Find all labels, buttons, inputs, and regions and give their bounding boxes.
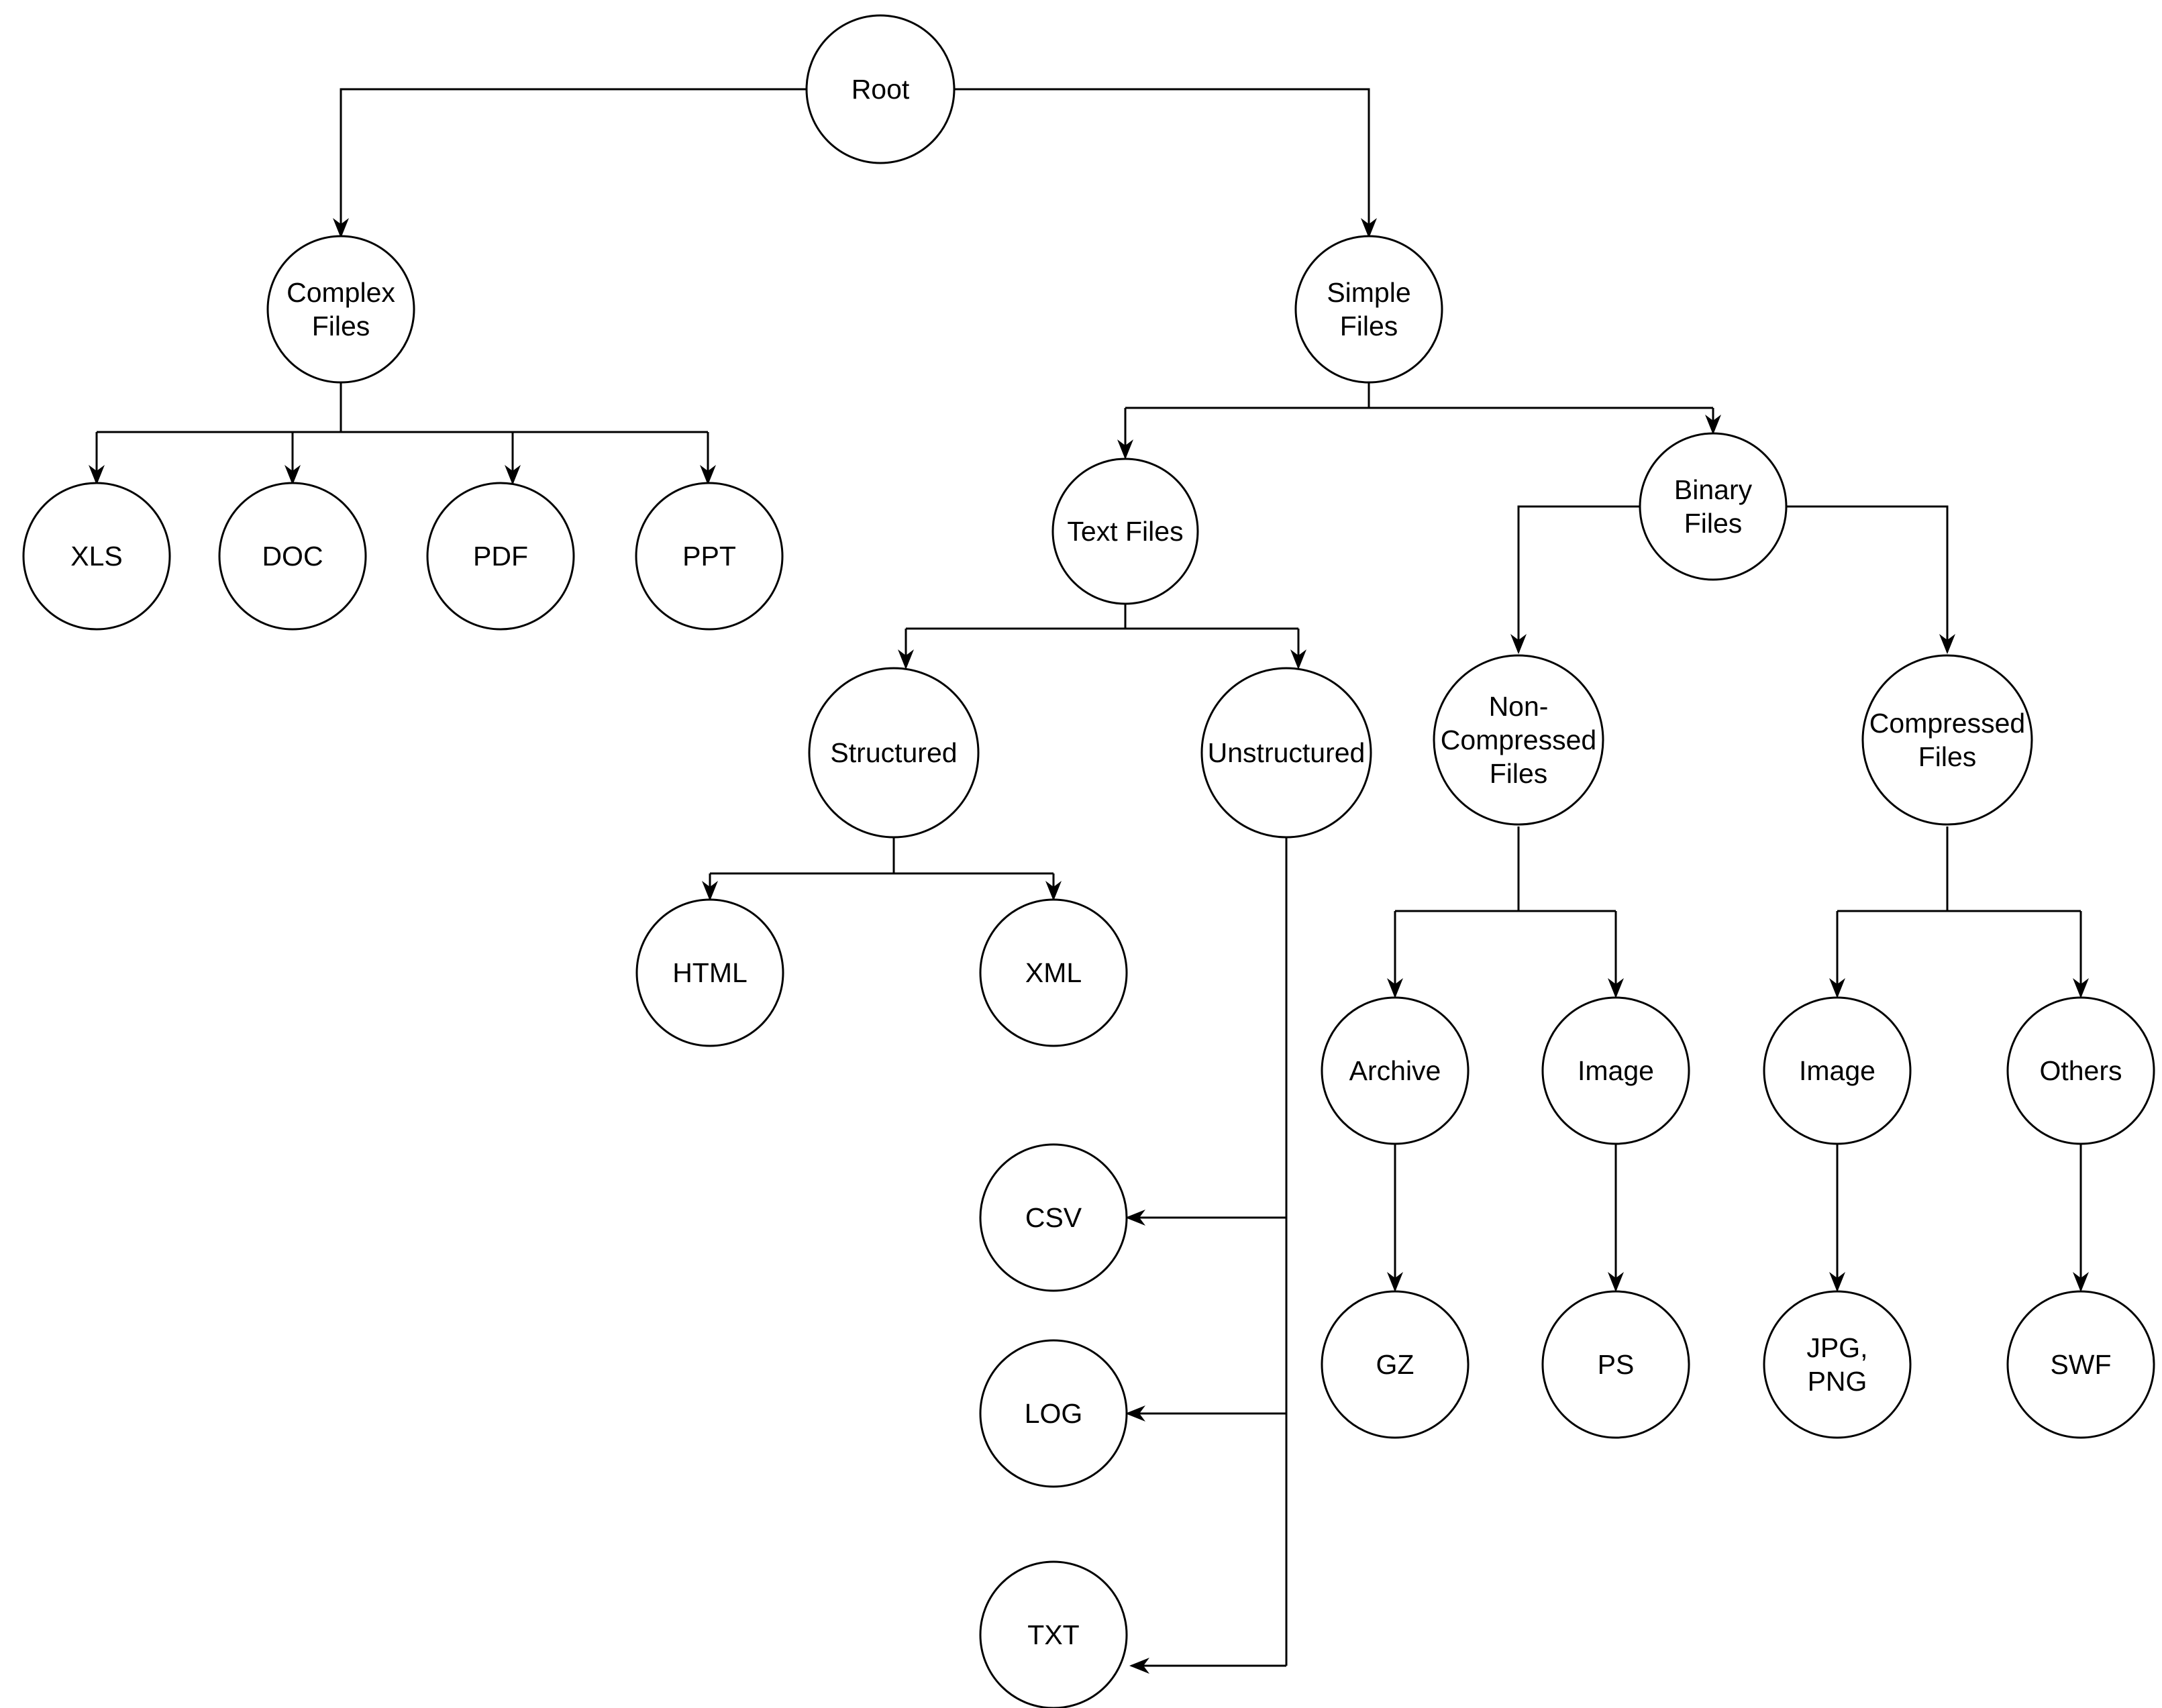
node-circle — [1321, 996, 1470, 1145]
edge-root-simple — [954, 88, 1377, 238]
node-label: XML — [1025, 957, 1082, 988]
node-label: Structured — [830, 737, 957, 768]
node-jpg-png: JPG,PNG — [1763, 1290, 1912, 1439]
node-ppt: PPT — [635, 482, 784, 631]
node-root: Root — [805, 14, 956, 164]
node-html: HTML — [635, 898, 784, 1047]
node-label: Files — [1918, 741, 1977, 772]
node-label: Simple — [1327, 277, 1410, 308]
node-xml: XML — [979, 898, 1128, 1047]
node-circle — [805, 14, 956, 164]
node-label: Binary — [1674, 474, 1753, 505]
node-doc: DOC — [218, 482, 367, 631]
node-circle — [1433, 654, 1604, 826]
node-circle — [22, 482, 171, 631]
node-label: LOG — [1025, 1398, 1083, 1429]
edge-binary-noncompressed — [1510, 505, 1639, 654]
node-label: Unstructured — [1208, 737, 1366, 768]
node-label: XLS — [70, 541, 123, 572]
node-circle — [635, 898, 784, 1047]
node-label: PNG — [1808, 1366, 1867, 1397]
node-circle — [808, 667, 980, 839]
node-label: CSV — [1025, 1202, 1082, 1233]
node-others: Others — [2006, 996, 2155, 1145]
edge-binary-compressed — [1786, 505, 1955, 654]
node-swf: SWF — [2006, 1290, 2155, 1439]
node-circle — [979, 898, 1128, 1047]
node-circle — [979, 1560, 1128, 1708]
node-circle — [1294, 235, 1443, 384]
node-label: Image — [1799, 1055, 1875, 1086]
node-label: JPG, — [1806, 1332, 1867, 1363]
node-label: DOC — [262, 541, 323, 572]
node-label: Root — [852, 74, 910, 105]
node-circle — [266, 235, 415, 384]
node-xls: XLS — [22, 482, 171, 631]
node-circle — [1861, 654, 2033, 826]
node-image-compressed: Image — [1763, 996, 1912, 1145]
node-circle — [1200, 667, 1372, 839]
node-label: Text Files — [1067, 516, 1183, 547]
node-label: HTML — [672, 957, 748, 988]
node-unstructured: Unstructured — [1200, 667, 1372, 839]
node-label: GZ — [1376, 1349, 1414, 1380]
node-txt: TXT — [979, 1560, 1128, 1708]
node-label: Compressed — [1869, 708, 2025, 739]
node-text-files: Text Files — [1051, 458, 1199, 605]
node-label: Compressed — [1441, 725, 1596, 755]
node-label: PDF — [473, 541, 528, 572]
node-image-noncompressed: Image — [1541, 996, 1690, 1145]
node-circle — [1639, 432, 1788, 581]
node-label: Image — [1578, 1055, 1654, 1086]
node-ps: PS — [1541, 1290, 1690, 1439]
node-circle — [426, 482, 575, 631]
node-label: Files — [1490, 758, 1548, 789]
node-circle — [1763, 996, 1912, 1145]
node-label: Files — [312, 311, 370, 341]
node-circle — [1541, 996, 1690, 1145]
node-archive: Archive — [1321, 996, 1470, 1145]
edge-root-complex — [333, 88, 807, 238]
node-circle — [1321, 1290, 1470, 1439]
node-label: SWF — [2050, 1349, 2111, 1380]
node-circle — [1541, 1290, 1690, 1439]
node-pdf: PDF — [426, 482, 575, 631]
node-label: Complex — [287, 277, 395, 308]
node-label: Non- — [1489, 691, 1549, 722]
node-circle — [1051, 458, 1199, 605]
node-circle — [979, 1339, 1128, 1488]
node-circle — [218, 482, 367, 631]
node-circle — [1763, 1290, 1912, 1439]
node-label: Files — [1684, 508, 1743, 539]
node-label: Others — [2039, 1055, 2122, 1086]
node-label: PS — [1598, 1349, 1635, 1380]
node-label: PPT — [682, 541, 736, 572]
node-label: Files — [1340, 311, 1398, 341]
node-gz: GZ — [1321, 1290, 1470, 1439]
node-label: Archive — [1349, 1055, 1441, 1086]
node-csv: CSV — [979, 1143, 1128, 1292]
node-log: LOG — [979, 1339, 1128, 1488]
node-structured: Structured — [808, 667, 980, 839]
node-circle — [979, 1143, 1128, 1292]
node-circle — [2006, 996, 2155, 1145]
node-circle — [635, 482, 784, 631]
node-label: TXT — [1027, 1619, 1079, 1650]
node-circle — [2006, 1290, 2155, 1439]
